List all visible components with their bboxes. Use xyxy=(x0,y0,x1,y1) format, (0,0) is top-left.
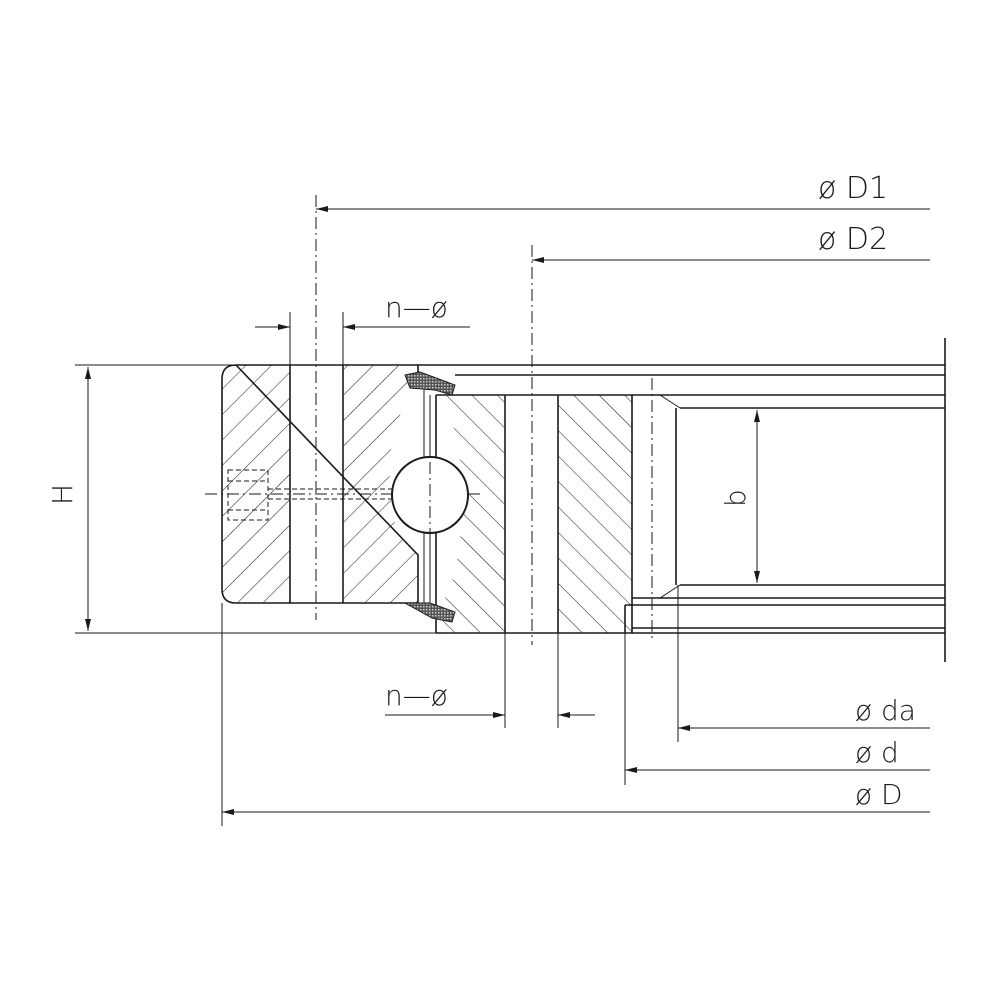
label-d2: ø D2 xyxy=(818,222,888,257)
label-h: H xyxy=(46,484,79,505)
grease-nipple-hidden xyxy=(227,469,269,521)
label-outer-d: ø D xyxy=(855,778,903,811)
inner-ring-outline xyxy=(436,394,633,634)
outer-ring-hatch-right xyxy=(343,365,418,603)
label-b: b xyxy=(719,489,752,507)
label-d: ø d xyxy=(855,736,899,769)
dimension-lines xyxy=(75,206,930,826)
label-d1: ø D1 xyxy=(818,171,888,206)
ball xyxy=(391,440,469,550)
outer-ring-hatch-left xyxy=(222,365,290,603)
seal-bottom xyxy=(403,602,456,623)
label-da: ø da xyxy=(855,694,916,727)
inner-ring xyxy=(435,394,633,634)
inner-ring-hatch-left xyxy=(436,395,505,633)
seal-top xyxy=(404,371,456,396)
gear-teeth-section xyxy=(418,338,946,662)
outer-ring xyxy=(205,364,480,604)
inner-ring-hatch-right xyxy=(558,395,632,633)
label-n-hole-top: n—ø xyxy=(385,291,448,324)
seals xyxy=(403,371,456,623)
label-n-hole-bottom: n—ø xyxy=(385,679,448,712)
